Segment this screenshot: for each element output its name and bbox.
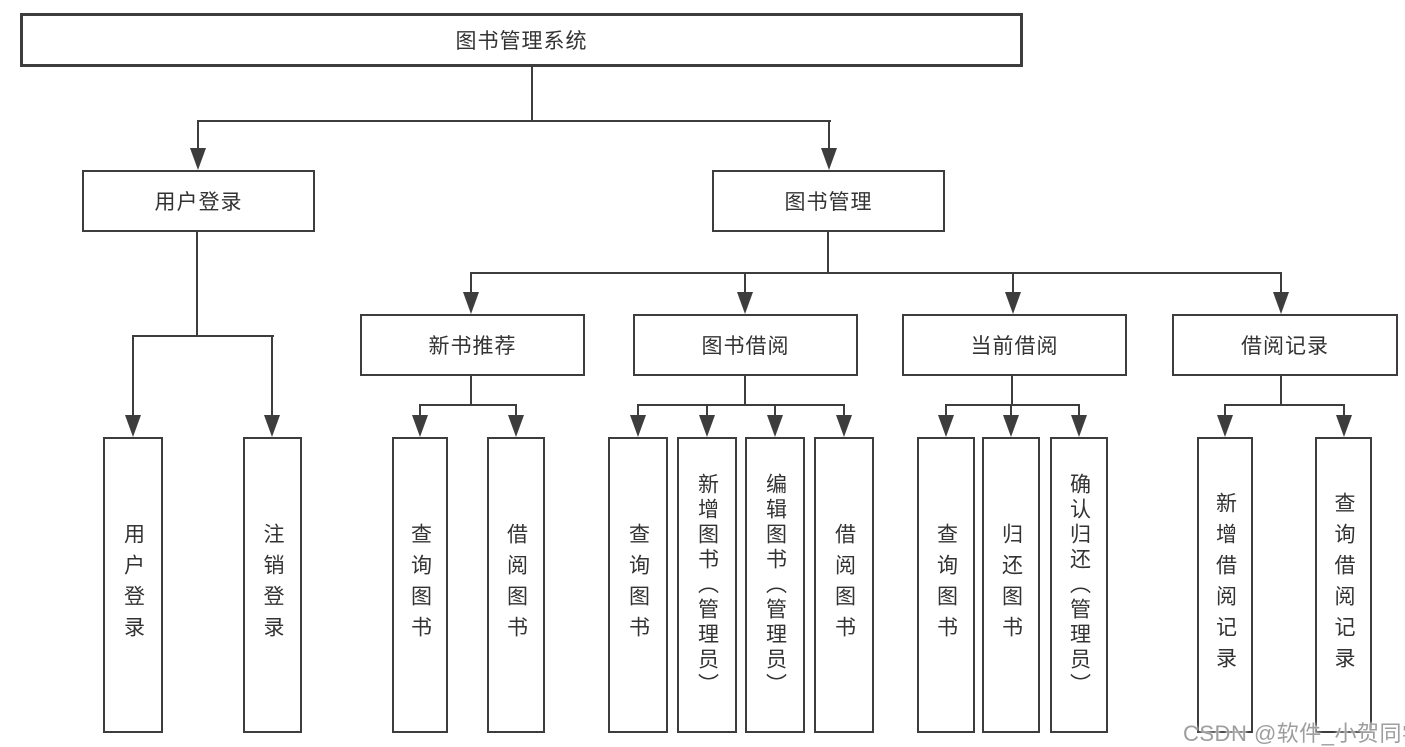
connector-line (637, 406, 639, 417)
arrow-down-icon (264, 415, 280, 437)
connector-line (828, 122, 830, 150)
node-leaf-return-books: 归还图书 (982, 437, 1040, 733)
arrow-down-icon (737, 292, 753, 314)
connector-line (515, 406, 517, 417)
connector-line (1078, 406, 1080, 417)
connector-line (1010, 406, 1012, 417)
arrow-down-icon (836, 415, 852, 437)
node-leaf-add-books-admin: 新增图书（管理员） (677, 437, 737, 733)
node-label: 查询图书 (626, 523, 650, 647)
connector-line (637, 404, 845, 406)
arrow-down-icon (463, 292, 479, 314)
node-book-borrowing: 图书借阅 (633, 314, 858, 376)
node-leaf-confirm-return-admin: 确认归还（管理员） (1050, 437, 1108, 733)
connector-line (1224, 404, 1345, 406)
node-label: 新增图书（管理员） (695, 472, 719, 698)
connector-line (827, 232, 829, 274)
arrow-down-icon (125, 415, 141, 437)
node-label: 注销登录 (261, 523, 284, 647)
node-leaf-query-books: 查询图书 (392, 437, 448, 733)
node-label: 图书管理 (784, 191, 873, 214)
connector-line (419, 404, 517, 406)
node-label: 新书推荐 (428, 335, 517, 358)
connector-line (132, 335, 274, 337)
connector-line (774, 406, 776, 417)
node-book-management: 图书管理 (712, 170, 945, 232)
node-label: 查询图书 (408, 523, 432, 647)
arrow-down-icon (190, 148, 206, 170)
connector-line (470, 274, 472, 294)
connector-line (531, 67, 533, 122)
arrow-down-icon (767, 415, 783, 437)
node-label: 借阅图书 (832, 523, 856, 647)
connector-line (945, 404, 1080, 406)
node-label: 用户登录 (154, 191, 243, 214)
connector-line (1011, 376, 1013, 406)
arrow-down-icon (1071, 415, 1087, 437)
node-label: 借阅记录 (1241, 335, 1329, 358)
connector-line (419, 406, 421, 417)
connector-line (1012, 274, 1014, 294)
connector-line (1343, 406, 1345, 417)
connector-line (843, 406, 845, 417)
connector-line (271, 337, 273, 417)
node-borrowing-records: 借阅记录 (1172, 314, 1398, 376)
arrow-down-icon (1336, 415, 1352, 437)
arrow-down-icon (821, 148, 837, 170)
arrow-down-icon (1273, 292, 1289, 314)
connector-line (744, 274, 746, 294)
connector-line (197, 120, 831, 122)
node-label: 图书管理系统 (455, 30, 588, 53)
node-leaf-edit-books-admin: 编辑图书（管理员） (745, 437, 805, 733)
connector-line (744, 376, 746, 406)
node-leaf-query-books: 查询图书 (917, 437, 975, 733)
node-leaf-query-borrow-record: 查询借阅记录 (1315, 437, 1372, 733)
node-label: 查询借阅记录 (1332, 492, 1355, 678)
node-label: 借阅图书 (504, 523, 528, 647)
node-leaf-query-books: 查询图书 (608, 437, 668, 733)
connector-line (132, 337, 134, 417)
connector-line (1224, 406, 1226, 417)
node-current-borrowing: 当前借阅 (902, 314, 1127, 376)
node-label: 用户登录 (121, 523, 145, 647)
node-new-book-recommendation: 新书推荐 (360, 314, 585, 376)
connector-line (706, 406, 708, 417)
watermark: CSDN @软件_小贺同学 (1183, 721, 1405, 746)
connector-line (196, 232, 198, 337)
connector-line (1280, 274, 1282, 294)
node-label: 图书借阅 (701, 335, 790, 358)
arrow-down-icon (1003, 415, 1019, 437)
connector-line (470, 376, 472, 406)
arrow-down-icon (412, 415, 428, 437)
arrow-down-icon (630, 415, 646, 437)
node-label: 查询图书 (934, 523, 958, 647)
arrow-down-icon (699, 415, 715, 437)
node-leaf-borrow-books: 借阅图书 (814, 437, 874, 733)
node-leaf-borrow-books: 借阅图书 (487, 437, 545, 733)
node-user-login: 用户登录 (82, 170, 315, 232)
arrow-down-icon (508, 415, 524, 437)
arrow-down-icon (1005, 292, 1021, 314)
connector-line (470, 272, 1282, 274)
node-leaf-logout: 注销登录 (243, 437, 302, 733)
node-label: 当前借阅 (970, 335, 1059, 358)
connector-line (1280, 376, 1282, 406)
connector-line (197, 122, 199, 150)
arrow-down-icon (1217, 415, 1233, 437)
node-label: 编辑图书（管理员） (763, 472, 787, 698)
node-leaf-add-borrow-record: 新增借阅记录 (1197, 437, 1253, 733)
node-leaf-user-login: 用户登录 (103, 437, 163, 733)
node-library-management-system: 图书管理系统 (20, 13, 1023, 67)
connector-line (945, 406, 947, 417)
node-label: 新增借阅记录 (1213, 492, 1237, 678)
node-label: 确认归还（管理员） (1067, 472, 1091, 698)
node-label: 归还图书 (999, 523, 1023, 647)
arrow-down-icon (938, 415, 954, 437)
